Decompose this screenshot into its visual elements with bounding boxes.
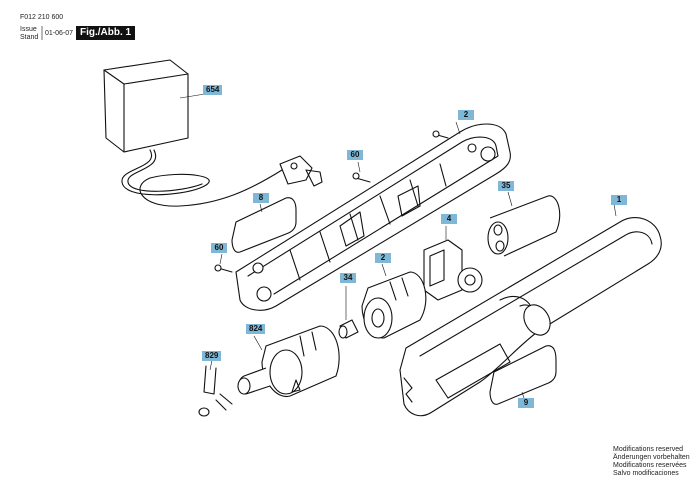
stand-label: Stand (20, 34, 39, 41)
part-label-2-motor: 2 (375, 253, 391, 263)
leader-824 (253, 335, 263, 351)
leader-8 (259, 203, 263, 213)
part-label-2-housing: 2 (458, 110, 474, 120)
issue-date: 01-06-07 (45, 30, 74, 37)
note-en: Modifications reserved (613, 446, 684, 453)
note-es: Salvo modificaciones (613, 470, 679, 477)
part-label-9: 9 (518, 398, 534, 408)
part-label-60-top: 60 (347, 150, 363, 160)
issue-label: Issue (20, 26, 37, 33)
leader-1 (613, 203, 617, 217)
doc-number: F012 210 600 (20, 14, 64, 21)
part-label-34: 34 (340, 273, 356, 283)
gearbox-drawing (237, 325, 340, 397)
leader-35 (507, 191, 513, 207)
motor-drawing (361, 271, 427, 339)
charger-drawing (103, 59, 323, 207)
switch-drawing (423, 239, 483, 301)
part-label-8: 8 (253, 193, 269, 203)
part-label-654: 654 (203, 85, 223, 95)
leader-829 (209, 359, 213, 371)
part-label-829: 829 (202, 351, 222, 361)
modification-notes: Modifications reserved Änderungen vorbeh… (613, 446, 690, 478)
screw-left-drawing (214, 264, 233, 273)
leader-2-motor (381, 263, 387, 277)
note-de: Änderungen vorbehalten (613, 454, 690, 461)
leader-2 (455, 121, 461, 135)
leader-60-left (219, 253, 223, 265)
battery-pack-drawing (487, 195, 561, 257)
part-label-60-left: 60 (211, 243, 227, 253)
housing-half-drawing (235, 123, 511, 311)
screw-top-drawing (352, 130, 449, 183)
leader-9 (521, 391, 525, 399)
label-sticker-9 (489, 345, 557, 405)
gear-drawing (338, 319, 359, 339)
part-label-4: 4 (441, 214, 457, 224)
leader-60-top (357, 161, 361, 173)
bit-drawing (198, 365, 233, 417)
label-sticker-8 (231, 197, 297, 253)
part-label-1: 1 (611, 195, 627, 205)
main-housing-drawing (399, 217, 662, 417)
part-label-35: 35 (498, 181, 514, 191)
part-label-824: 824 (246, 324, 266, 334)
note-fr: Modifications reservées (613, 462, 687, 469)
figure-label: Fig./Abb. 1 (76, 26, 136, 40)
leader-654 (179, 93, 206, 99)
